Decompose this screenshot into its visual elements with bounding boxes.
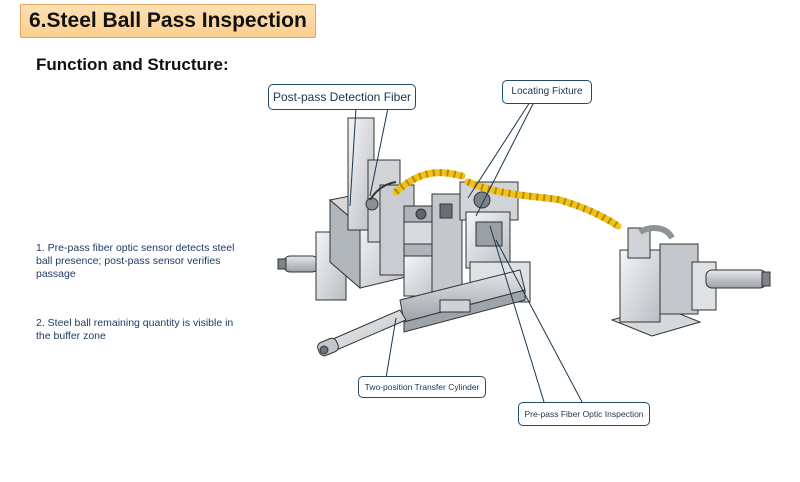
- title-banner: 6.Steel Ball Pass Inspection: [20, 4, 316, 38]
- callout-post-pass: Post-pass Detection Fiber: [268, 84, 416, 110]
- transfer-cylinder: [317, 309, 407, 357]
- callout-cylinder: Two-position Transfer Cylinder: [358, 376, 486, 398]
- section-subtitle: Function and Structure:: [36, 55, 229, 74]
- page-title: 6.Steel Ball Pass Inspection: [29, 9, 307, 32]
- transfer-rail: [399, 269, 526, 333]
- note-sensor: 1. Pre-pass fiber optic sensor detects s…: [36, 242, 235, 280]
- leader-lines: [349, 101, 583, 403]
- callout-pre-pass: Pre-pass Fiber Optic Inspection: [518, 402, 650, 426]
- note-buffer: 2. Steel ball remaining quantity is visi…: [36, 317, 234, 342]
- right-station: [610, 225, 771, 337]
- callout-locating: Locating Fixture: [502, 80, 592, 104]
